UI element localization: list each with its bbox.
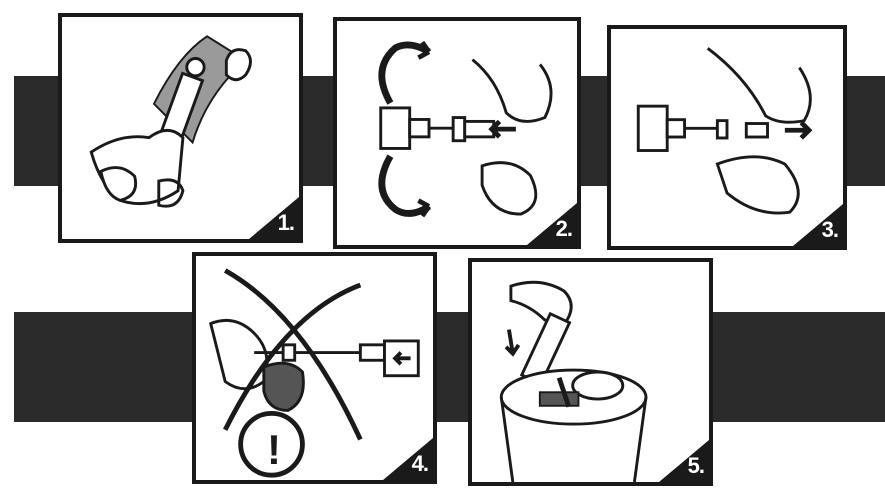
step-number-1: 1.: [249, 197, 299, 239]
step-label-3: 3.: [822, 217, 838, 243]
warning-icon: !: [254, 424, 294, 476]
step-number-3: 3.: [793, 204, 843, 246]
step-number-4: 4.: [383, 438, 433, 480]
step-number-5: 5.: [659, 440, 709, 482]
step-panel-4: ! 4.: [192, 252, 437, 484]
step-panel-1: 1.: [58, 13, 303, 243]
step-panel-2: 2.: [333, 17, 581, 249]
step-panel-5: 5.: [468, 258, 713, 486]
warning-symbol: !: [267, 426, 281, 473]
bottom-band: [14, 312, 885, 422]
step-number-2: 2.: [527, 203, 577, 245]
step-label-2: 2.: [556, 216, 572, 242]
step-label-4: 4.: [412, 451, 428, 477]
step-label-5: 5.: [688, 453, 704, 479]
step-label-1: 1.: [278, 210, 294, 236]
step-panel-3: 3.: [607, 25, 847, 250]
